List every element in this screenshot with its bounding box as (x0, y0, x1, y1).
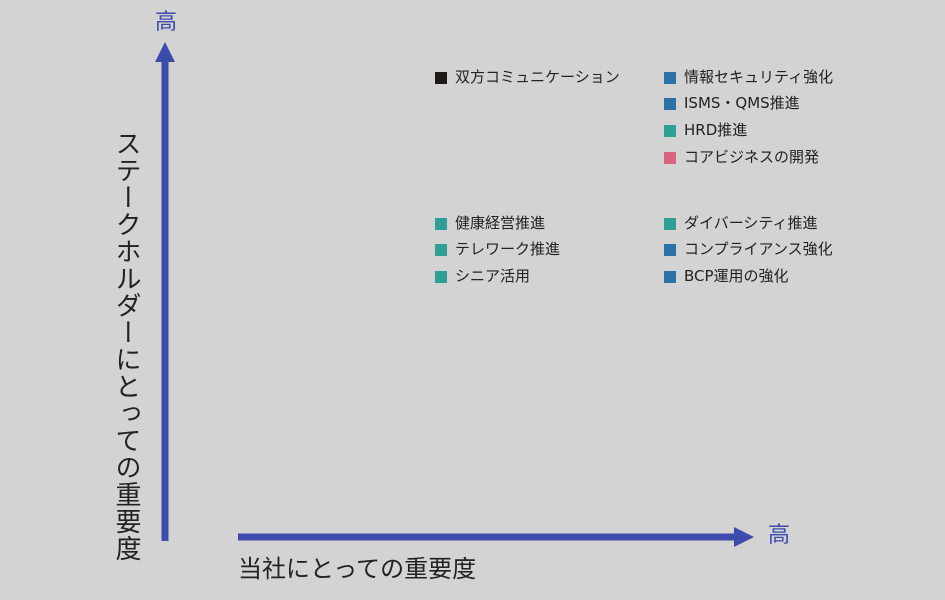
item-label: コンプライアンス強化 (684, 240, 833, 258)
x-axis-title: 当社にとっての重要度 (238, 555, 477, 583)
y-axis-arrowhead (155, 42, 175, 62)
legend-square (664, 97, 676, 110)
legend-square (435, 217, 447, 230)
item-label: 情報セキュリティ強化 (684, 68, 834, 86)
x-axis-arrowhead (734, 527, 754, 547)
materiality-item: BCP運用の強化 (664, 269, 789, 284)
legend-square (435, 71, 447, 84)
item-label: ダイバーシティ推進 (684, 214, 818, 232)
item-label: ISMS・QMS推進 (684, 94, 800, 112)
materiality-item: シニア活用 (435, 269, 530, 284)
legend-square (664, 243, 676, 256)
item-label: コアビジネスの開発 (684, 148, 820, 166)
item-label: 双方コミュニケーション (455, 68, 620, 86)
materiality-item: 双方コミュニケーション (435, 70, 620, 85)
materiality-item: ISMS・QMS推進 (664, 96, 800, 111)
item-label: シニア活用 (455, 267, 531, 285)
x-axis-high-label: 高 (768, 523, 791, 548)
materiality-item: 健康経営推進 (435, 216, 545, 231)
materiality-item: テレワーク推進 (435, 242, 560, 257)
legend-square (664, 270, 676, 283)
legend-square (435, 243, 447, 256)
materiality-item: 情報セキュリティ強化 (664, 70, 833, 85)
materiality-item: コアビジネスの開発 (664, 150, 819, 165)
materiality-item: ダイバーシティ推進 (664, 216, 818, 231)
materiality-item: コンプライアンス強化 (664, 242, 833, 257)
legend-square (435, 270, 447, 283)
legend-square (664, 124, 676, 137)
item-label: テレワーク推進 (455, 240, 561, 258)
legend-square (664, 217, 676, 230)
legend-square (664, 71, 676, 84)
item-label: BCP運用の強化 (684, 267, 789, 285)
y-axis-high-label: 高 (155, 10, 178, 35)
item-label: HRD推進 (684, 121, 748, 139)
materiality-item: HRD推進 (664, 123, 747, 138)
item-label: 健康経営推進 (455, 214, 546, 232)
y-axis-title: ステークホルダーにとっての重要度 (111, 130, 141, 562)
legend-square (664, 151, 676, 164)
